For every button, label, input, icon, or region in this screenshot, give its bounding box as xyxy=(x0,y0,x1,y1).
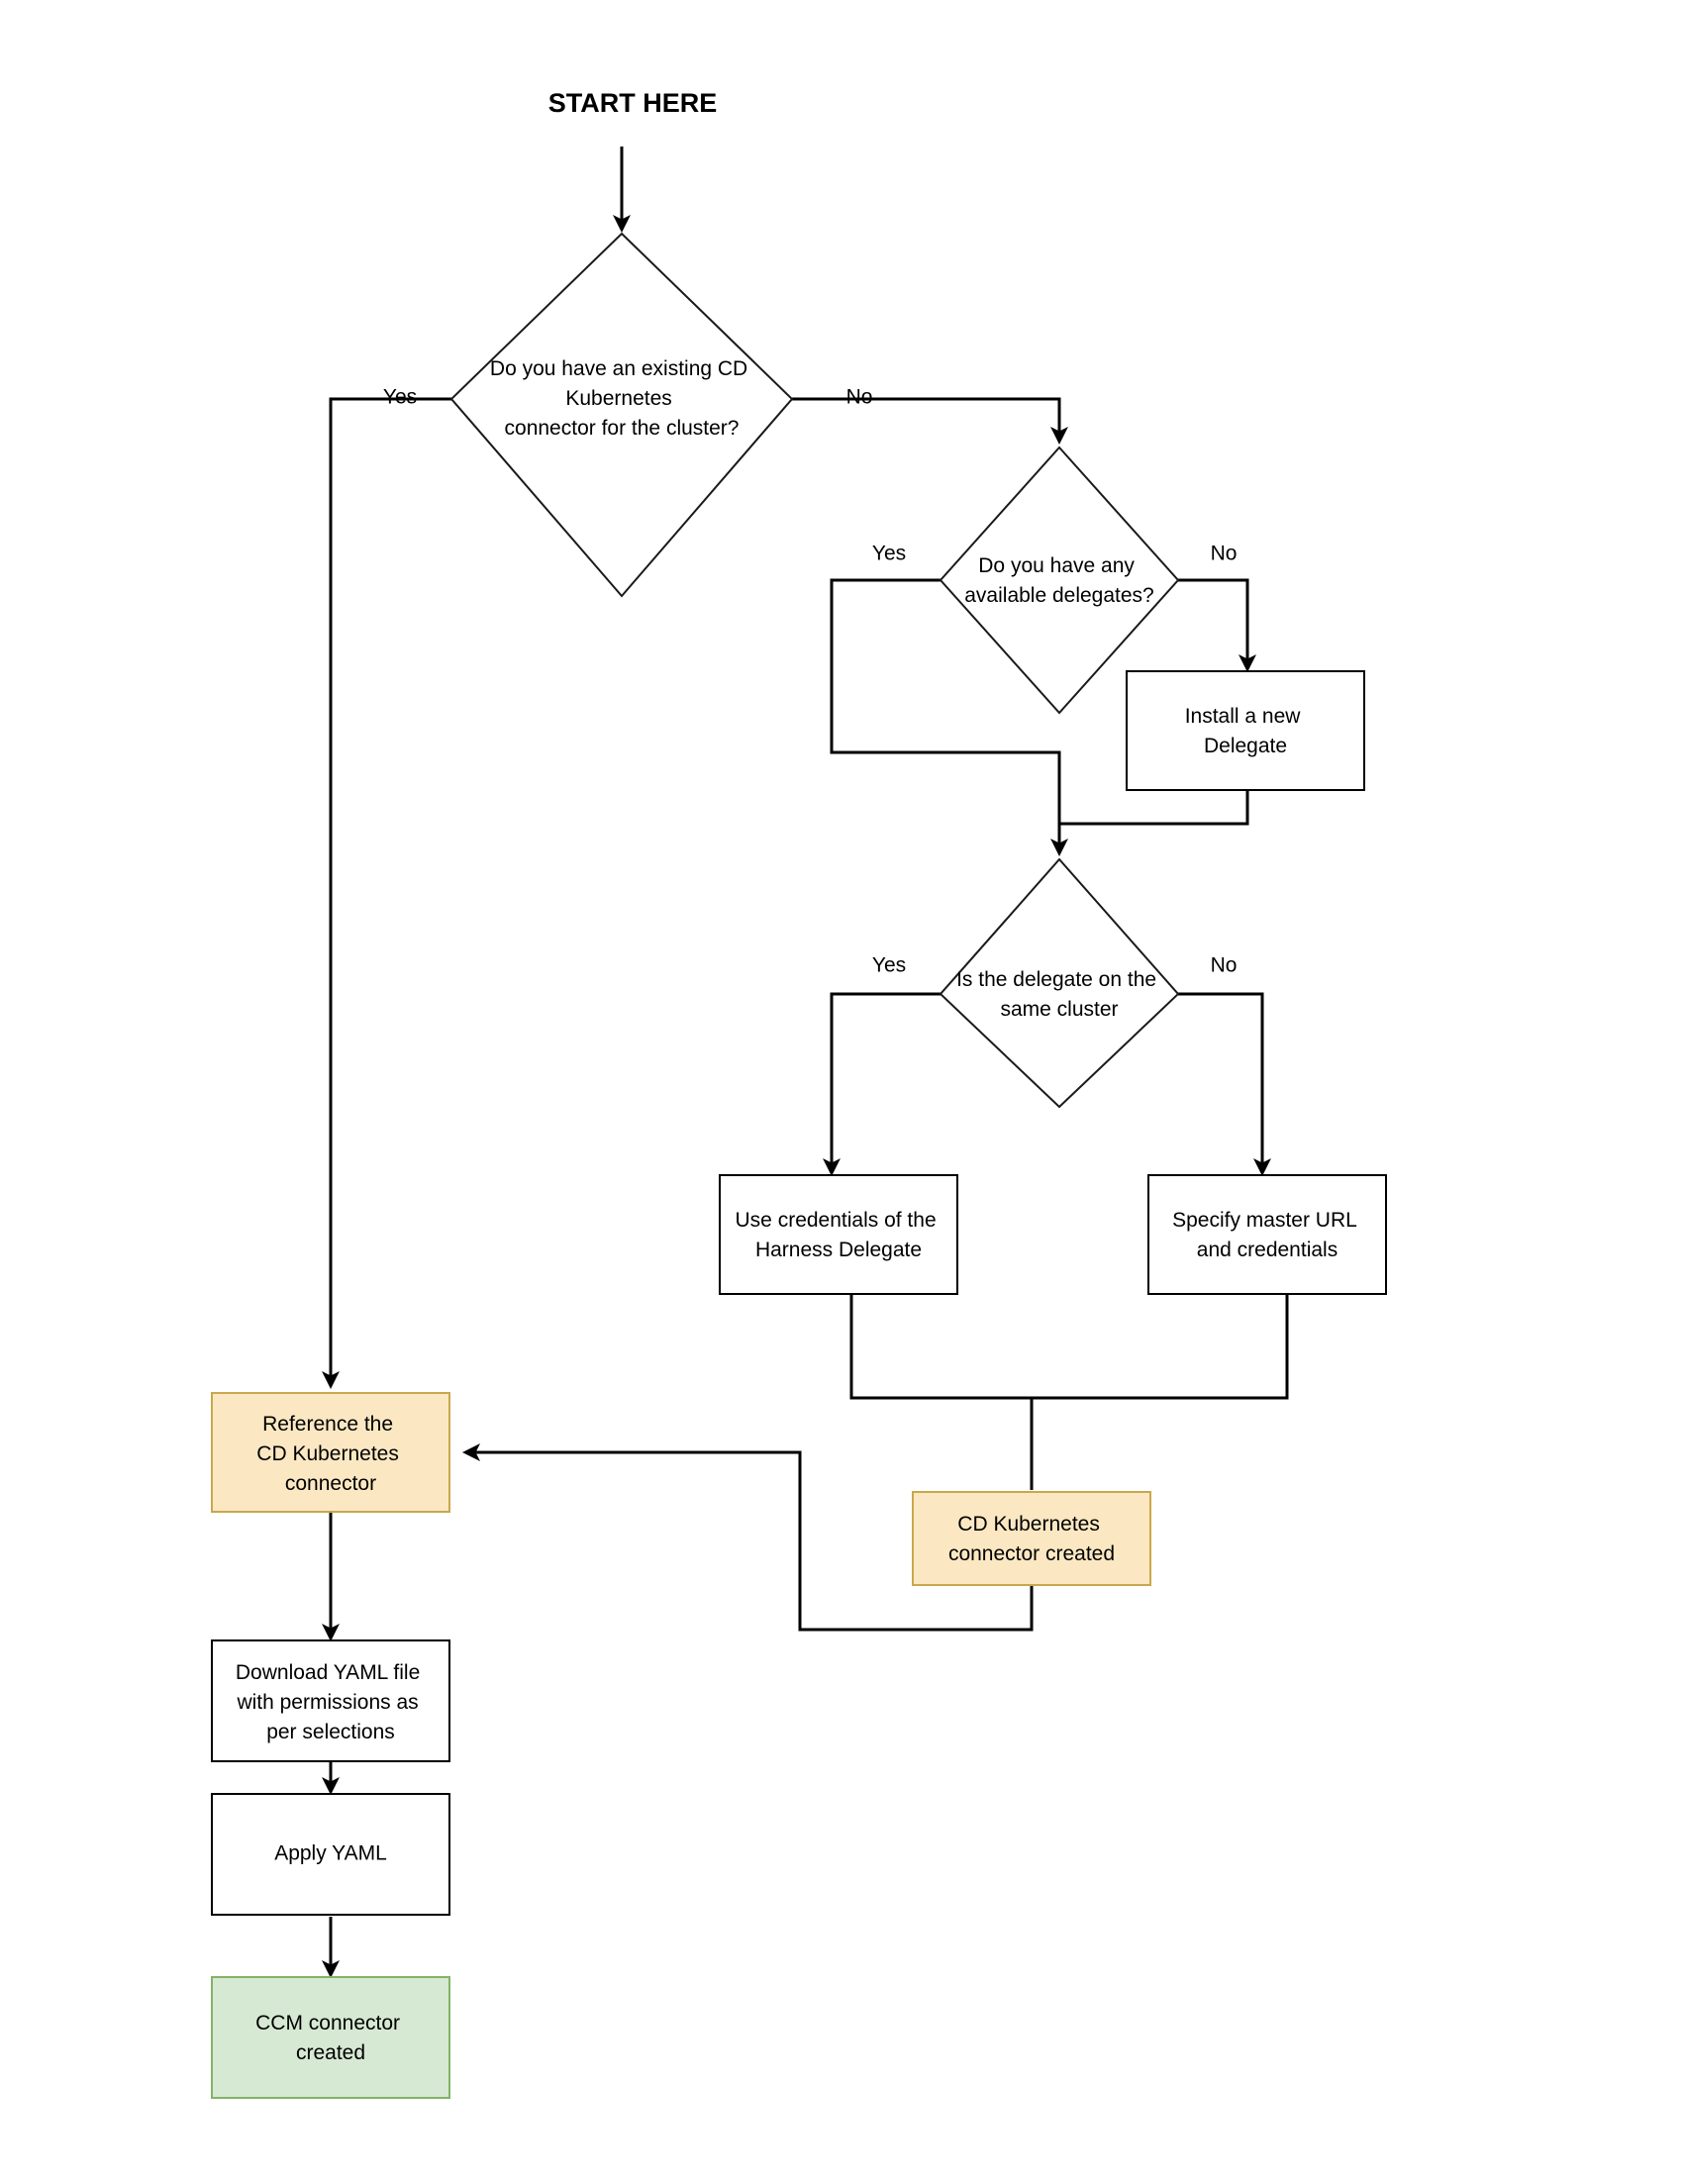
decision3-line1: Is the delegate on the xyxy=(956,968,1156,991)
edge-label-decision2-no: No xyxy=(1211,543,1238,565)
svg-text:Is the delegate on the: Is the delegate on the same cluster xyxy=(956,968,1162,1021)
process-node-install-delegate[interactable]: Install a new Delegate xyxy=(1126,670,1365,791)
svg-text:CD Kubernetes connecto: CD Kubernetes connector created xyxy=(948,1513,1115,1565)
start-here-label: START HERE xyxy=(548,88,718,118)
edge-decision3-no-to-specify-master-url xyxy=(1178,992,1271,1176)
process-node-specify-master-url[interactable]: Specify master URL and credentials xyxy=(1147,1174,1387,1295)
reference-connector-line3: connector xyxy=(285,1472,376,1495)
edge-install-delegate-to-decision3 xyxy=(1057,788,1249,853)
svg-text:Install a new Delegate: Install a new Delegate xyxy=(1185,705,1307,757)
edge-label-decision3-yes: Yes xyxy=(872,954,906,977)
edge-decision2-yes-to-decision3 xyxy=(830,578,1068,856)
edge-label-decision2-yes: Yes xyxy=(872,543,906,565)
reference-connector-line2: CD Kubernetes xyxy=(256,1442,399,1465)
edge-use-credentials-to-cd-created xyxy=(849,1292,1034,1490)
install-delegate-line2: Delegate xyxy=(1204,735,1287,757)
ccm-created-line2: created xyxy=(296,2041,365,2064)
edge-decision3-yes-to-use-credentials xyxy=(823,992,941,1176)
specify-master-line2: and credentials xyxy=(1197,1239,1338,1261)
cd-created-line2: connector created xyxy=(948,1542,1115,1565)
apply-yaml-label: Apply YAML xyxy=(274,1842,387,1865)
decision2-line1: Do you have any xyxy=(978,554,1135,577)
svg-text:Do you have any availa: Do you have any available delegates? xyxy=(964,554,1153,607)
edge-decision2-no-to-install-delegate xyxy=(1178,578,1256,672)
decision2-line2: available delegates? xyxy=(964,584,1153,607)
download-yaml-line3: per selections xyxy=(266,1721,395,1743)
decision1-line1: Do you have an existing CD xyxy=(490,357,747,380)
svg-text:Reference the CD Kuber: Reference the CD Kubernetes connector xyxy=(256,1413,404,1495)
edge-label-decision1-yes: Yes xyxy=(383,386,417,409)
edge-cd-created-to-reference-connector xyxy=(462,1443,1034,1632)
edge-label-decision3-no: No xyxy=(1211,954,1238,977)
decision1-line3: connector for the cluster? xyxy=(505,417,740,440)
edge-specify-master-url-to-cd-created xyxy=(1030,1292,1289,1490)
process-node-reference-connector[interactable]: Reference the CD Kubernetes connector xyxy=(211,1392,450,1513)
decision3-line2: same cluster xyxy=(1000,998,1118,1021)
svg-text:Use credentials of the: Use credentials of the Harness Delegate xyxy=(736,1209,942,1261)
specify-master-line1: Specify master URL xyxy=(1172,1209,1356,1232)
use-credentials-line1: Use credentials of the xyxy=(736,1209,937,1232)
download-yaml-line2: with permissions as xyxy=(236,1691,418,1714)
terminal-node-cd-connector-created[interactable]: CD Kubernetes connector created xyxy=(912,1491,1151,1586)
cd-created-line1: CD Kubernetes xyxy=(957,1513,1100,1536)
download-yaml-line1: Download YAML file xyxy=(236,1661,420,1684)
decision1-line2: Kubernetes xyxy=(565,387,671,410)
process-node-download-yaml[interactable]: Download YAML file with permissions as p… xyxy=(211,1639,450,1762)
svg-text:Specify master URL and: Specify master URL and credentials xyxy=(1172,1209,1362,1261)
edge-decision1-yes-to-reference-connector xyxy=(322,397,451,1389)
process-node-use-credentials[interactable]: Use credentials of the Harness Delegate xyxy=(719,1174,958,1295)
decision-node-existing-cd-connector[interactable]: Do you have an existing CD Kubernetes co… xyxy=(449,232,794,598)
svg-text:CCM connector created: CCM connector created xyxy=(255,2012,406,2064)
svg-text:Download YAML file wit: Download YAML file with permissions as p… xyxy=(236,1661,426,1743)
ccm-created-line1: CCM connector xyxy=(255,2012,400,2035)
edge-label-decision1-no: No xyxy=(846,386,873,409)
decision-node-delegate-same-cluster[interactable]: Is the delegate on the same cluster xyxy=(939,857,1180,1109)
svg-text:Do you have an existing CD: Do you have an existing CD Kubernetes co… xyxy=(490,357,753,440)
use-credentials-line2: Harness Delegate xyxy=(755,1239,922,1261)
reference-connector-line1: Reference the xyxy=(262,1413,393,1436)
install-delegate-line1: Install a new xyxy=(1185,705,1302,728)
edge-decision1-no-to-decision2 xyxy=(792,397,1068,445)
decision-node-available-delegates[interactable]: Do you have any available delegates? xyxy=(939,446,1180,715)
terminal-node-ccm-connector-created[interactable]: CCM connector created xyxy=(211,1976,450,2099)
process-node-apply-yaml[interactable]: Apply YAML xyxy=(211,1793,450,1916)
